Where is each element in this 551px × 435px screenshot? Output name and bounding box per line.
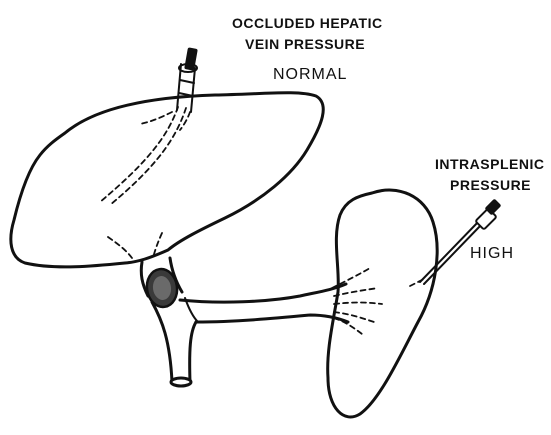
intrasplenic-needle: [420, 199, 501, 284]
hepatic-catheter: [177, 47, 198, 112]
hepatic-pressure-title-line1: OCCLUDED HEPATIC: [232, 15, 383, 31]
splenic-pressure-title-line1: INTRASPLENIC: [435, 156, 544, 172]
portal-branch-left: [108, 237, 132, 258]
hepatic-vein-branch-1: [100, 107, 178, 202]
hepatic-vein-branch-3: [140, 112, 172, 124]
liver: [11, 93, 323, 267]
hepatic-pressure-value: NORMAL: [273, 66, 347, 83]
splenic-pressure-title-line2: PRESSURE: [450, 177, 531, 193]
splenic-pressure-value: HIGH: [470, 245, 514, 262]
hepatic-pressure-title-line2: VEIN PRESSURE: [245, 36, 365, 52]
splenic-radicles: [332, 268, 424, 334]
